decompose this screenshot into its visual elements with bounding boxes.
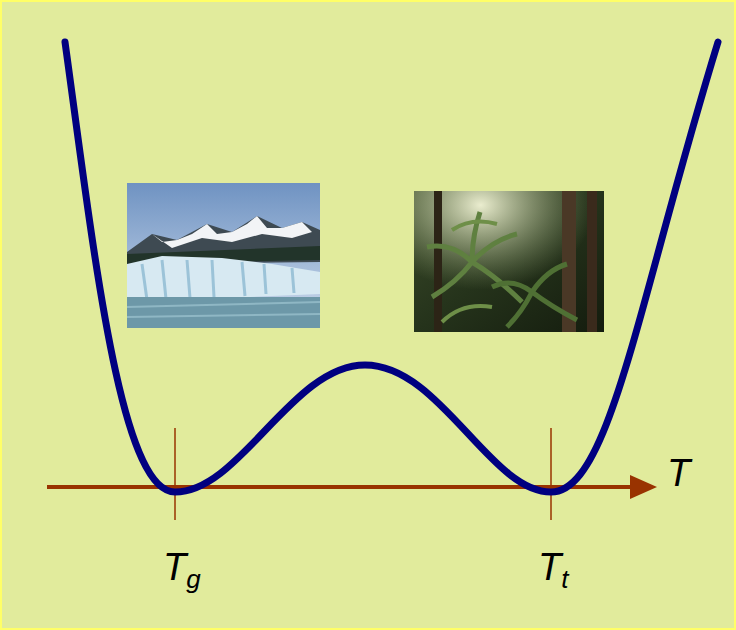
axis-label: T: [667, 454, 690, 492]
glacier-photo: [127, 183, 320, 328]
tick-label: Tg: [163, 548, 201, 592]
jungle-photo: [414, 191, 604, 332]
tick-label: Tt: [538, 548, 568, 592]
